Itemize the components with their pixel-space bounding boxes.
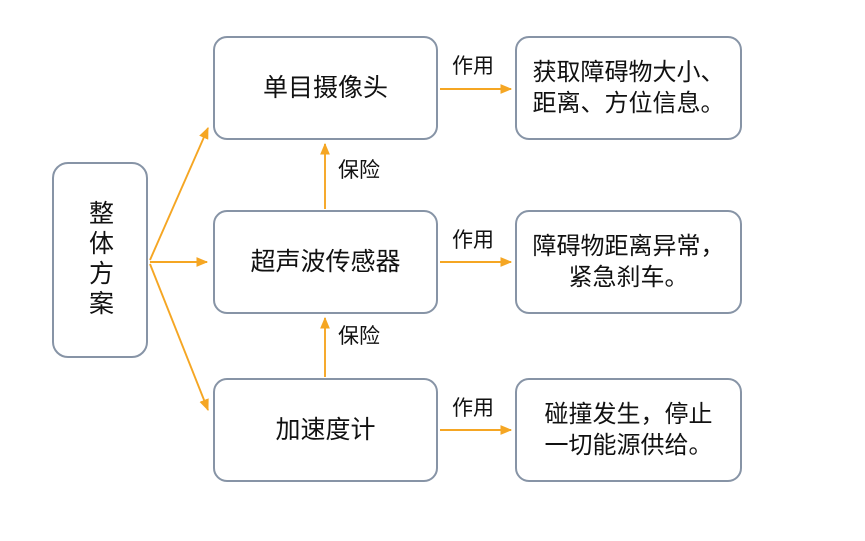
node-result-accelerometer-label: 碰撞发生，停止 一切能源供给。 — [544, 400, 713, 459]
node-result-ultrasonic-label: 障碍物距离异常， 紧急刹车。 — [532, 232, 725, 291]
node-overall-plan-label: 整体方案 — [85, 200, 115, 320]
edge-label-backup-upper: 保险 — [338, 158, 380, 182]
node-accelerometer-label: 加速度计 — [275, 415, 376, 444]
node-result-camera[interactable]: 获取障碍物大小、 距离、方位信息。 — [515, 36, 742, 140]
node-ultrasonic-sensor[interactable]: 超声波传感器 — [213, 210, 438, 314]
node-overall-plan[interactable]: 整体方案 — [52, 162, 148, 358]
edge-label-effect-accelerometer: 作用 — [452, 396, 494, 420]
node-monocular-camera-label: 单目摄像头 — [262, 73, 388, 102]
edge-label-backup-lower: 保险 — [338, 324, 380, 348]
node-result-ultrasonic[interactable]: 障碍物距离异常， 紧急刹车。 — [515, 210, 742, 314]
edge-label-effect-ultrasonic: 作用 — [452, 228, 494, 252]
node-ultrasonic-sensor-label: 超声波传感器 — [250, 247, 401, 276]
edge-root-to-accelerometer — [149, 263, 209, 412]
node-monocular-camera[interactable]: 单目摄像头 — [213, 36, 438, 140]
node-accelerometer[interactable]: 加速度计 — [213, 378, 438, 482]
edge-label-effect-camera: 作用 — [452, 54, 494, 78]
node-result-camera-label: 获取障碍物大小、 距离、方位信息。 — [532, 58, 725, 117]
edge-root-to-camera — [149, 126, 209, 261]
node-result-accelerometer[interactable]: 碰撞发生，停止 一切能源供给。 — [515, 378, 742, 482]
